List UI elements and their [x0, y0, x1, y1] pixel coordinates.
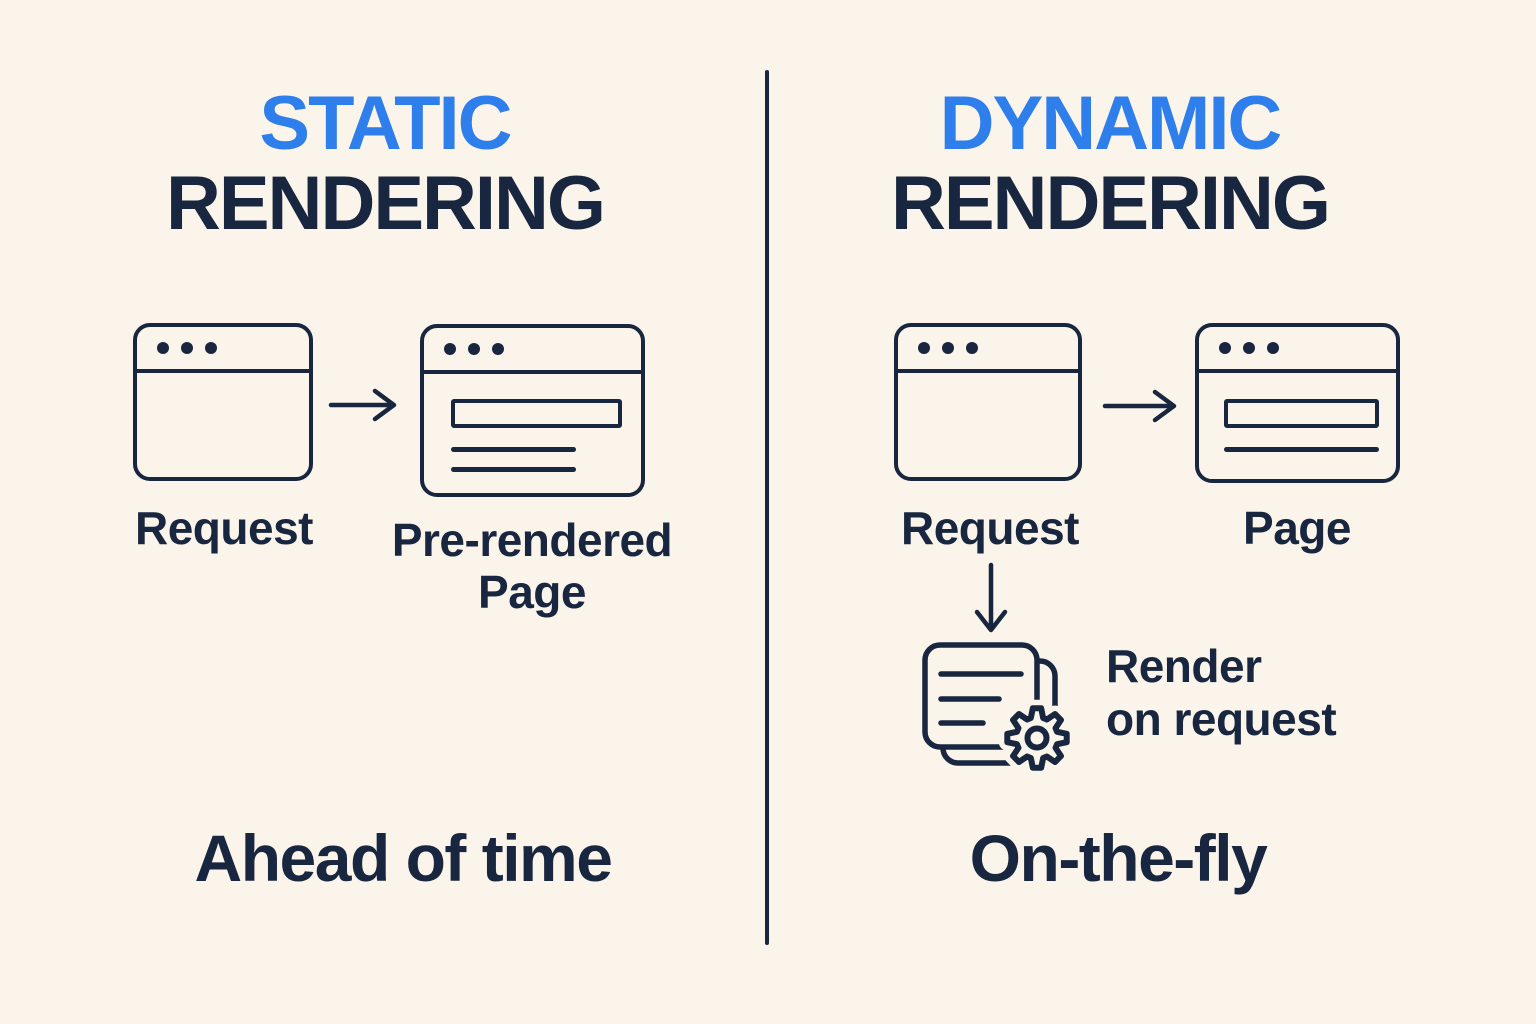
ahead-of-time-caption: Ahead of time	[194, 820, 613, 896]
browser-titlebar	[1199, 327, 1396, 373]
window-dot-icon	[1267, 342, 1279, 354]
ahead-of-time-text: Ahead of time	[194, 821, 613, 895]
prerendered-line1: Pre-rendered	[391, 514, 673, 566]
browser-window-content-icon	[1195, 323, 1400, 483]
content-text-line	[451, 467, 576, 472]
request-label-text: Request	[135, 502, 313, 554]
content-block	[451, 399, 622, 428]
render-line1: Render	[1106, 640, 1262, 692]
window-dot-icon	[942, 342, 954, 354]
dynamic-rendering-title: DYNAMIC RENDERING	[890, 81, 1331, 246]
window-dot-icon	[205, 342, 217, 354]
prerendered-line2: Page	[478, 566, 586, 618]
request-label-text: Request	[901, 502, 1079, 554]
browser-window-icon	[133, 323, 313, 481]
browser-window-icon	[894, 323, 1082, 481]
render-line2: on request	[1106, 693, 1337, 745]
window-dot-icon	[918, 342, 930, 354]
window-dot-icon	[492, 343, 504, 355]
page-label: Page	[1243, 502, 1351, 554]
vertical-divider	[765, 70, 769, 945]
content-block	[1224, 399, 1379, 428]
content-text-line	[451, 447, 576, 452]
on-the-fly-text: On-the-fly	[969, 821, 1268, 895]
render-on-request-label: Render on request	[1106, 640, 1337, 746]
window-dot-icon	[181, 342, 193, 354]
arrow-right-icon	[1102, 386, 1180, 426]
arrow-down-icon	[971, 562, 1011, 636]
title-rendering-right: RENDERING	[890, 161, 1331, 246]
window-dot-icon	[1219, 342, 1231, 354]
window-dot-icon	[444, 343, 456, 355]
prerendered-page-label: Pre-rendered Page	[391, 514, 673, 618]
browser-titlebar	[137, 327, 309, 373]
window-dot-icon	[157, 342, 169, 354]
browser-window-content-icon	[420, 324, 645, 497]
browser-titlebar	[424, 328, 641, 374]
window-dot-icon	[1243, 342, 1255, 354]
title-dynamic: DYNAMIC	[939, 81, 1283, 166]
request-label-right: Request	[901, 502, 1079, 554]
window-dot-icon	[468, 343, 480, 355]
browser-titlebar	[898, 327, 1078, 373]
on-the-fly-caption: On-the-fly	[969, 820, 1268, 896]
content-text-line	[1224, 447, 1379, 452]
window-dot-icon	[966, 342, 978, 354]
title-static: STATIC	[259, 81, 512, 166]
title-rendering-left: RENDERING	[165, 161, 606, 246]
arrow-right-icon	[328, 385, 400, 425]
page-label-text: Page	[1243, 502, 1351, 554]
static-rendering-title: STATIC RENDERING	[165, 81, 606, 246]
request-label-left: Request	[135, 502, 313, 554]
documents-gear-icon	[921, 641, 1073, 781]
